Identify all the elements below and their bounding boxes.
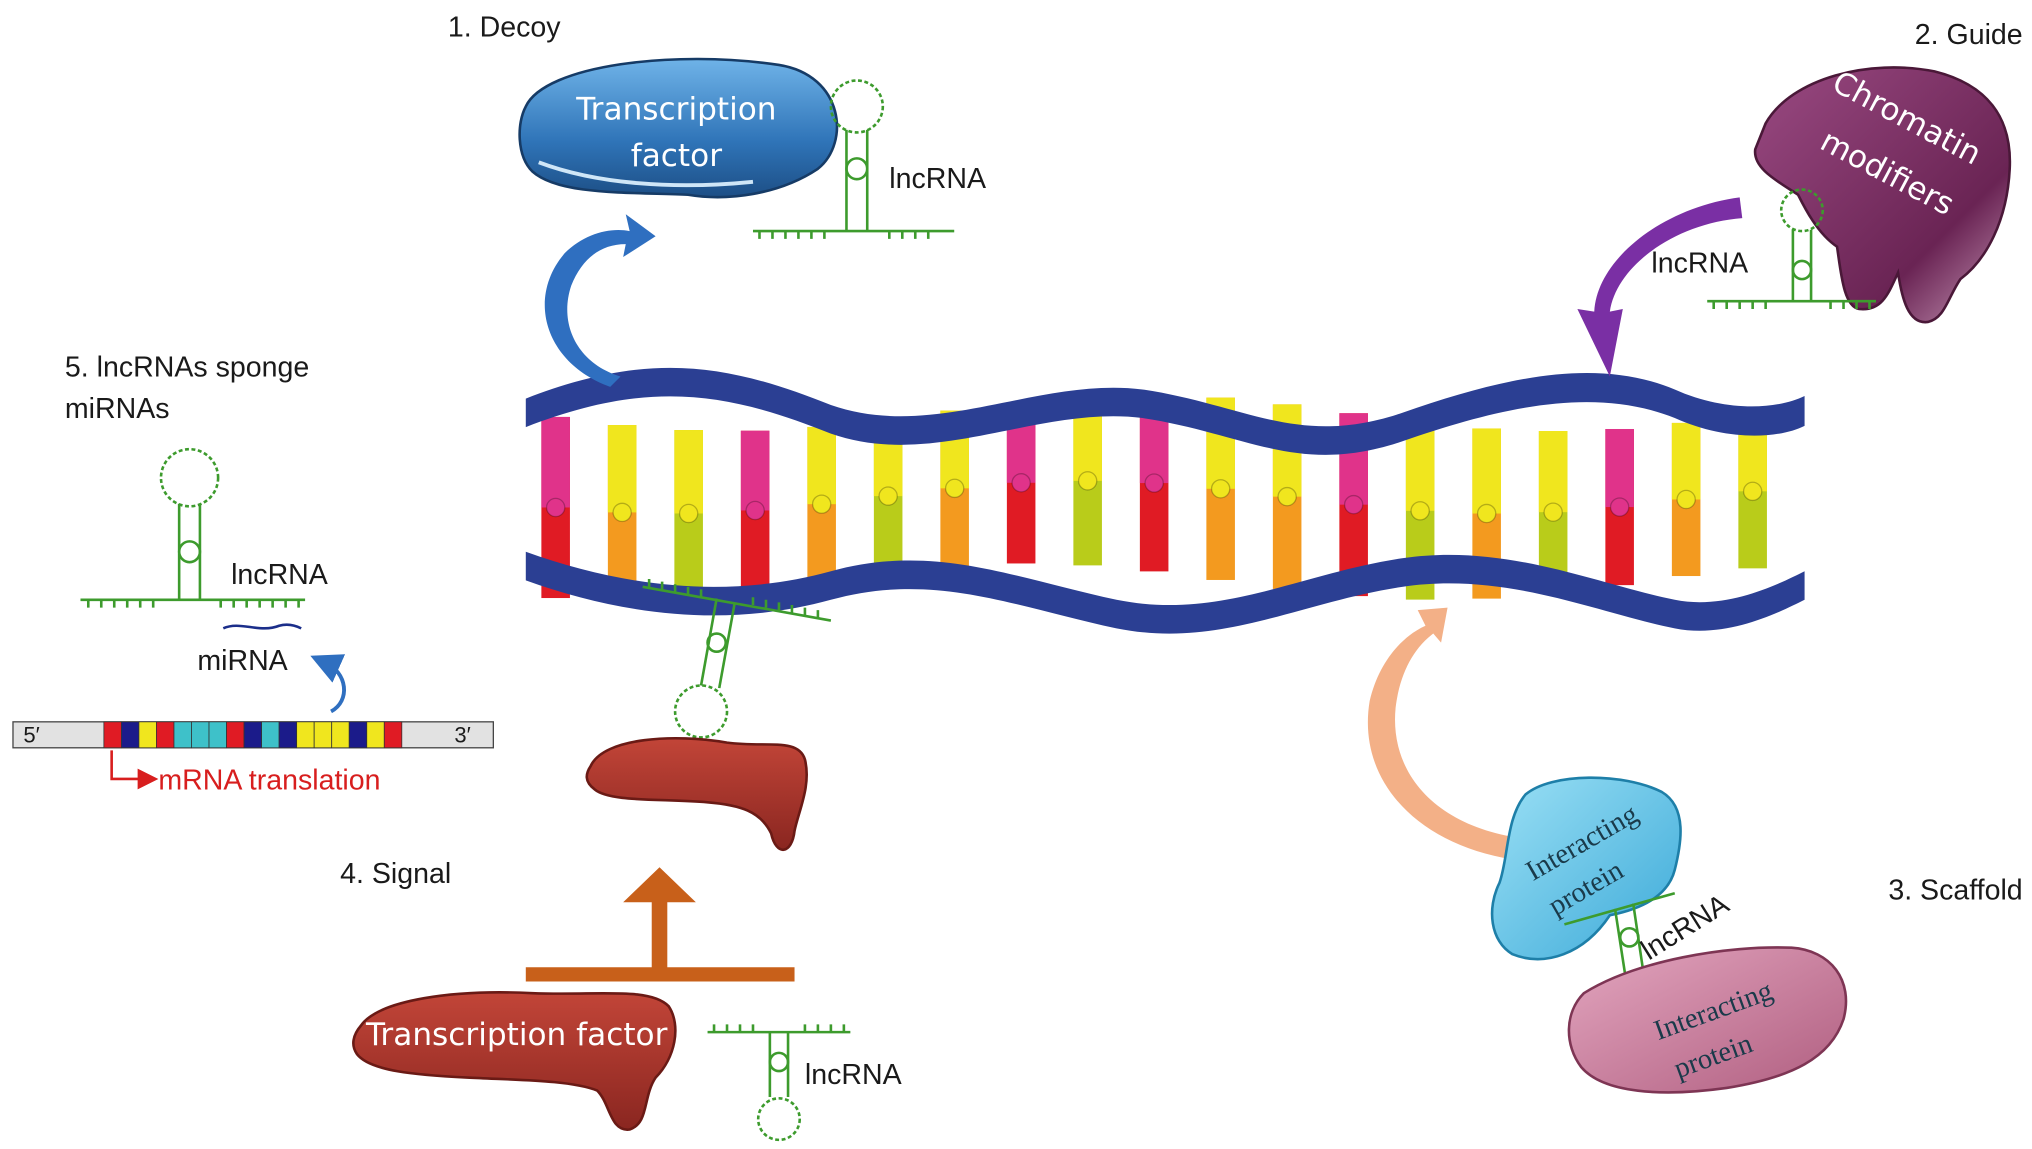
- dna-base-joint-1: [545, 497, 566, 518]
- dna-base-pairs: [541, 394, 1767, 600]
- dna-base-joint-14: [1410, 501, 1430, 521]
- mrna-segment-3: [138, 721, 157, 749]
- mrna-segment-4: [156, 721, 175, 749]
- mrna-segments: [103, 721, 403, 749]
- mrna-segment-10: [261, 721, 280, 749]
- decoy-tf-line2: factor: [631, 138, 722, 174]
- dna-base-joint-5: [811, 494, 832, 514]
- mrna-segment-16: [366, 721, 385, 749]
- interacting-protein-cyan: Interacting protein: [1490, 776, 1682, 961]
- mrna-segment-2: [120, 721, 140, 749]
- decoy-tf-line1: Transcription: [575, 91, 776, 127]
- mirna-arrow: [310, 654, 346, 714]
- dna-base-joint-3: [678, 503, 699, 524]
- dna-base-joint-16: [1543, 502, 1563, 522]
- mrna-segment-9: [243, 721, 262, 749]
- mrna-translation-arrow: [110, 750, 159, 790]
- signal-arrow: [525, 867, 795, 982]
- dna-base-joint-13: [1343, 494, 1364, 515]
- mrna-translation-label: mRNA translation: [158, 764, 380, 796]
- dna-top-backbone: [525, 367, 1805, 455]
- dna-base-joint-19: [1742, 481, 1763, 502]
- mrna-segment-7: [208, 721, 227, 749]
- guide-lncrna-hairpin: [1707, 188, 1876, 309]
- dna-base-upper-4: [740, 430, 770, 511]
- signal-tf-label: Transcription factor: [365, 1017, 668, 1053]
- decoy-lncrna-hairpin: [752, 79, 955, 239]
- dna-base-joint-8: [1011, 473, 1031, 493]
- signal-lncrna-label: lncRNA: [805, 1059, 902, 1091]
- five-prime-label: 5′: [23, 723, 39, 748]
- signal-label: 4. Signal: [340, 858, 451, 890]
- dna-base-upper-18: [1671, 422, 1701, 500]
- mrna-segment-14: [331, 721, 350, 749]
- guide-arrow: [1577, 197, 1743, 377]
- three-prime-label: 3′: [454, 723, 470, 748]
- dna-base-upper-2: [607, 425, 637, 513]
- dna-base-joint-10: [1144, 473, 1164, 493]
- dna-base-joint-15: [1476, 503, 1497, 524]
- dna-base-upper-3: [674, 430, 703, 514]
- mrna-segment-12: [296, 721, 315, 749]
- interacting-protein-pink: Interacting protein: [1567, 946, 1848, 1094]
- mrna-segment-6: [191, 721, 210, 749]
- dna-base-upper-17: [1605, 428, 1634, 508]
- mrna-segment-8: [226, 721, 245, 749]
- signal-lncrna-free: [707, 1024, 851, 1142]
- scaffold-label: 3. Scaffold: [1888, 875, 2022, 907]
- transcription-factor-blue: Transcription factor: [518, 57, 839, 199]
- mrna-segment-5: [173, 721, 192, 749]
- mrna-segment-17: [383, 721, 403, 749]
- mrna-strand: 5′ 3′: [12, 721, 494, 749]
- chromatin-modifiers-protein: Chromatin modifiers: [1753, 64, 2012, 324]
- scaffold-arrow: [1367, 607, 1517, 860]
- dna-base-upper-1: [541, 416, 570, 508]
- mirna-strand: [222, 623, 302, 630]
- decoy-arrow: [544, 214, 656, 387]
- mrna-segment-13: [313, 721, 333, 749]
- decoy-label: 1. Decoy: [448, 11, 561, 43]
- dna-base-upper-15: [1472, 428, 1501, 514]
- mrna-segment-15: [348, 721, 368, 749]
- sponge-label-line2: miRNAs: [65, 393, 170, 425]
- guide-label: 2. Guide: [1915, 19, 2023, 51]
- sponge-label-line1: 5. lncRNAs sponge: [65, 351, 309, 383]
- dna-base-joint-6: [878, 486, 898, 506]
- sponge-lncrna-label: lncRNA: [231, 559, 328, 591]
- dna-base-joint-7: [944, 478, 965, 499]
- dna-base-joint-11: [1210, 479, 1231, 499]
- signal-transcription-factor: Transcription factor: [352, 991, 677, 1131]
- dna-base-upper-16: [1538, 431, 1568, 513]
- guide-lncrna-label: lncRNA: [1651, 248, 1748, 280]
- dna-base-upper-5: [807, 426, 836, 505]
- dna-base-joint-17: [1609, 497, 1630, 517]
- mrna-segment-1: [103, 721, 122, 749]
- dna-base-joint-2: [612, 502, 632, 523]
- dna-base-joint-4: [745, 500, 765, 521]
- mirna-label: miRNA: [197, 645, 287, 677]
- signal-lncrna-on-dna: [642, 579, 832, 739]
- dna-base-joint-9: [1077, 471, 1098, 491]
- dna-base-joint-18: [1676, 489, 1696, 510]
- signal-tf-bound: [585, 736, 808, 851]
- mrna-segment-11: [278, 721, 298, 749]
- sponge-lncrna-hairpin: [80, 447, 306, 608]
- dna-base-joint-12: [1277, 486, 1297, 507]
- decoy-lncrna-label: lncRNA: [889, 163, 986, 195]
- dna-bottom-backbone: [525, 551, 1805, 634]
